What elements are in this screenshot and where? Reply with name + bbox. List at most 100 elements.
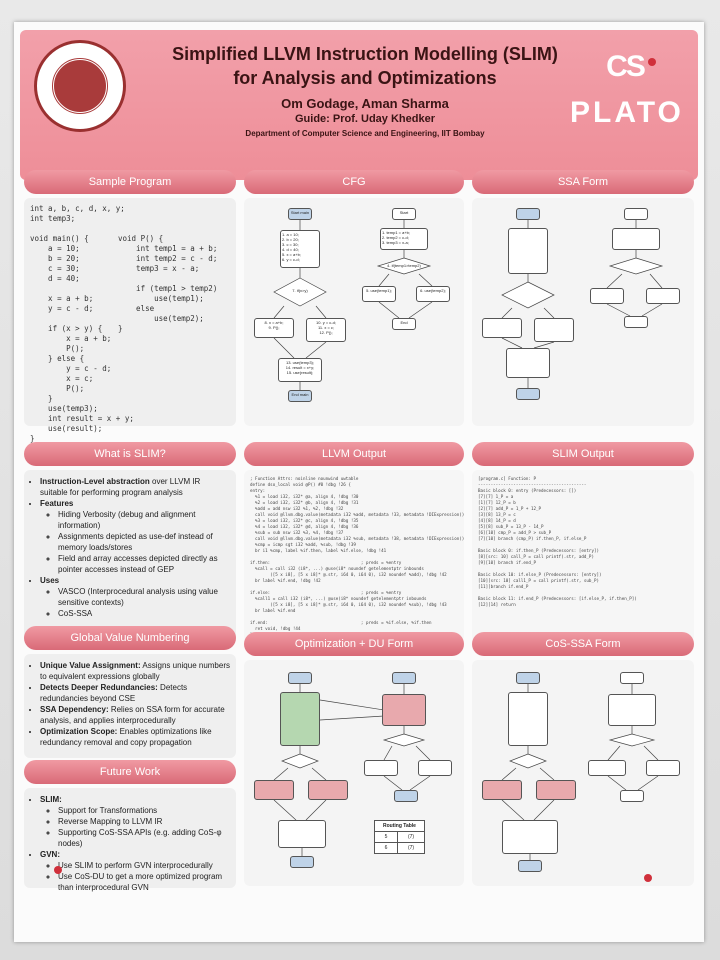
opt-block-p1 xyxy=(382,694,426,726)
gvn-item: Detects Deeper Redundancies: Detects red… xyxy=(40,682,230,704)
ssa-edges xyxy=(501,220,664,388)
future-sub: Support for Transformations xyxy=(58,805,230,816)
panel-optimization-du: Optimization + DU Form Routing Table 5(7… xyxy=(244,632,464,886)
ssa-block-p6 xyxy=(646,288,680,304)
cossa-end-main xyxy=(518,860,542,872)
table-cell: 6 xyxy=(373,842,399,854)
future-sub: Reverse Mapping to LLVM IR xyxy=(58,816,230,827)
title-line2: for Analysis and Optimizations xyxy=(233,68,497,88)
ssa-block-p1 xyxy=(612,228,660,250)
gvn-bold: SSA Dependency: xyxy=(40,705,109,714)
cossa-end-p xyxy=(620,790,644,802)
ssa-diagram xyxy=(472,198,694,426)
title-line1: Simplified LLVM Instruction Modelling (S… xyxy=(172,44,558,64)
panel-gvn: Global Value Numbering Unique Value Assi… xyxy=(24,626,236,758)
cfg-block-13: 13. use(temp3); 14. result = x+y; 15. us… xyxy=(278,358,322,382)
panel-title: Global Value Numbering xyxy=(24,626,236,650)
what-uses: Uses xyxy=(40,576,60,585)
ssa-block-p5 xyxy=(590,288,624,304)
panel-body: Instruction-Level abstraction over LLVM … xyxy=(24,470,236,642)
ssa-start-p xyxy=(624,208,648,220)
panel-llvm-output: LLVM Output ; Function Attrs: noinline n… xyxy=(244,442,464,642)
cossa-block-1 xyxy=(508,692,548,746)
poster: Simplified LLVM Instruction Modelling (S… xyxy=(14,22,704,942)
cfg-end-p: End xyxy=(392,318,416,330)
future-item: SLIM: Support for Transformations Revers… xyxy=(40,794,230,849)
what-text: over LLVM IR suitable for performing pro… xyxy=(40,477,201,497)
gvn-text: Enables optimizations like redundancy re… xyxy=(40,727,212,747)
what-item: Instruction-Level abstraction over LLVM … xyxy=(40,476,230,498)
cfg-cond-7: 7. if(x>y) xyxy=(292,288,308,293)
future-sub: Supporting CoS-SSA APIs (e.g. adding CoS… xyxy=(58,827,230,849)
cossa-block-p5 xyxy=(588,760,626,776)
department: Department of Computer Science and Engin… xyxy=(245,129,485,138)
cfg-block-p6: 6. use(temp2); xyxy=(416,286,450,302)
cossa-block-10 xyxy=(482,780,522,800)
llvm-ir-text: ; Function Attrs: noinline nounwind uwta… xyxy=(250,476,464,637)
gvn-text: Detects redundancies beyond CSE xyxy=(40,683,188,703)
opt-block-12 xyxy=(308,780,348,800)
opt-block-p6 xyxy=(418,760,452,776)
cossa-edges xyxy=(501,684,659,860)
cfg-block-p5: 5. use(temp1); xyxy=(362,286,396,302)
cfg-block-p1: 1. temp1 = a+b; 2. temp2 = c-d; 3. temp3… xyxy=(380,228,428,250)
table-cell: (7) xyxy=(397,831,425,843)
guide: Guide: Prof. Uday Khedker xyxy=(295,113,435,125)
panel-title: LLVM Output xyxy=(244,442,464,466)
opt-block-15 xyxy=(278,820,326,848)
panel-what-is-slim: What is SLIM? Instruction-Level abstract… xyxy=(24,442,236,642)
gvn-text: Relies on SSA form for accurate analysis… xyxy=(40,705,225,725)
gvn-item: Unique Value Assignment: Assigns unique … xyxy=(40,660,230,682)
gvn-bold: Detects Deeper Redundancies: xyxy=(40,683,158,692)
panel-title: Optimization + DU Form xyxy=(244,632,464,656)
feature-item: Assignments depicted as use-def instead … xyxy=(58,531,230,553)
what-item: Features Hiding Verbosity (debug and ali… xyxy=(40,498,230,575)
ssa-block-8 xyxy=(482,318,522,338)
gvn-item: Optimization Scope: Enables optimization… xyxy=(40,726,230,748)
routing-table: Routing Table 5(7) 6(7) xyxy=(373,820,425,854)
opt-block-p4 xyxy=(364,760,398,776)
push-pin xyxy=(648,58,656,66)
panel-title: What is SLIM? xyxy=(24,442,236,466)
opt-end-p xyxy=(394,790,418,802)
push-pin xyxy=(54,866,62,874)
panel-body: int a, b, c, d, x, y; int temp3; void ma… xyxy=(24,198,236,443)
cossa-block-p6 xyxy=(646,760,680,776)
ssa-end-main xyxy=(516,388,540,400)
poster-header: Simplified LLVM Instruction Modelling (S… xyxy=(20,30,698,180)
push-pin xyxy=(644,874,652,882)
what-features: Features xyxy=(40,499,74,508)
opt-start-main xyxy=(288,672,312,684)
what-bold: Instruction-Level abstraction xyxy=(40,477,150,486)
ssa-start-main xyxy=(516,208,540,220)
future-slim: SLIM: xyxy=(40,795,62,804)
cossa-block-12 xyxy=(536,780,576,800)
cfg-block-8: 8. x = a+b; 9. P(); xyxy=(254,318,294,338)
opt-end-main xyxy=(290,856,314,868)
cfg-block-1: 1. a = 10; 2. b = 20; 3. c = 30; 4. d = … xyxy=(280,230,320,268)
future-sub: Use SLIM to perform GVN interprocedurall… xyxy=(58,860,230,871)
ssa-end-p xyxy=(624,316,648,328)
cossa-diagram xyxy=(472,660,694,886)
opt-diagram: Routing Table 5(7) 6(7) xyxy=(244,660,464,886)
plato-logo: CS PLATO xyxy=(570,50,684,130)
authors: Om Godage, Aman Sharma xyxy=(281,96,449,111)
cfg-end-main: End main xyxy=(288,390,312,402)
gvn-list: Unique Value Assignment: Assigns unique … xyxy=(30,660,230,748)
panel-title: SSA Form xyxy=(472,170,694,194)
plato-logo-text: PLATO xyxy=(570,96,684,129)
code-main: int a, b, c, d, x, y; int temp3; void ma… xyxy=(30,204,134,443)
future-gvn: GVN: xyxy=(40,850,60,859)
panel-title: Future Work xyxy=(24,760,236,784)
what-list: Instruction-Level abstraction over LLVM … xyxy=(30,476,230,619)
cfg-cond-p4: 4. if(temp1>temp2) xyxy=(387,263,421,268)
title-block: Simplified LLVM Instruction Modelling (S… xyxy=(130,42,600,138)
table-cell: 5 xyxy=(373,831,399,843)
panel-title: CFG xyxy=(244,170,464,194)
table-row: 6(7) xyxy=(373,842,425,854)
gvn-bold: Optimization Scope: xyxy=(40,727,118,736)
cfg-block-10: 10. y = c-d; 11. x = c; 12. P(); xyxy=(306,318,346,342)
panel-sample-program: Sample Program int a, b, c, d, x, y; int… xyxy=(24,170,236,443)
panel-ssa-form: SSA Form xyxy=(472,170,694,426)
future-sub: Use CoS-DU to get a more optimized progr… xyxy=(58,871,230,893)
